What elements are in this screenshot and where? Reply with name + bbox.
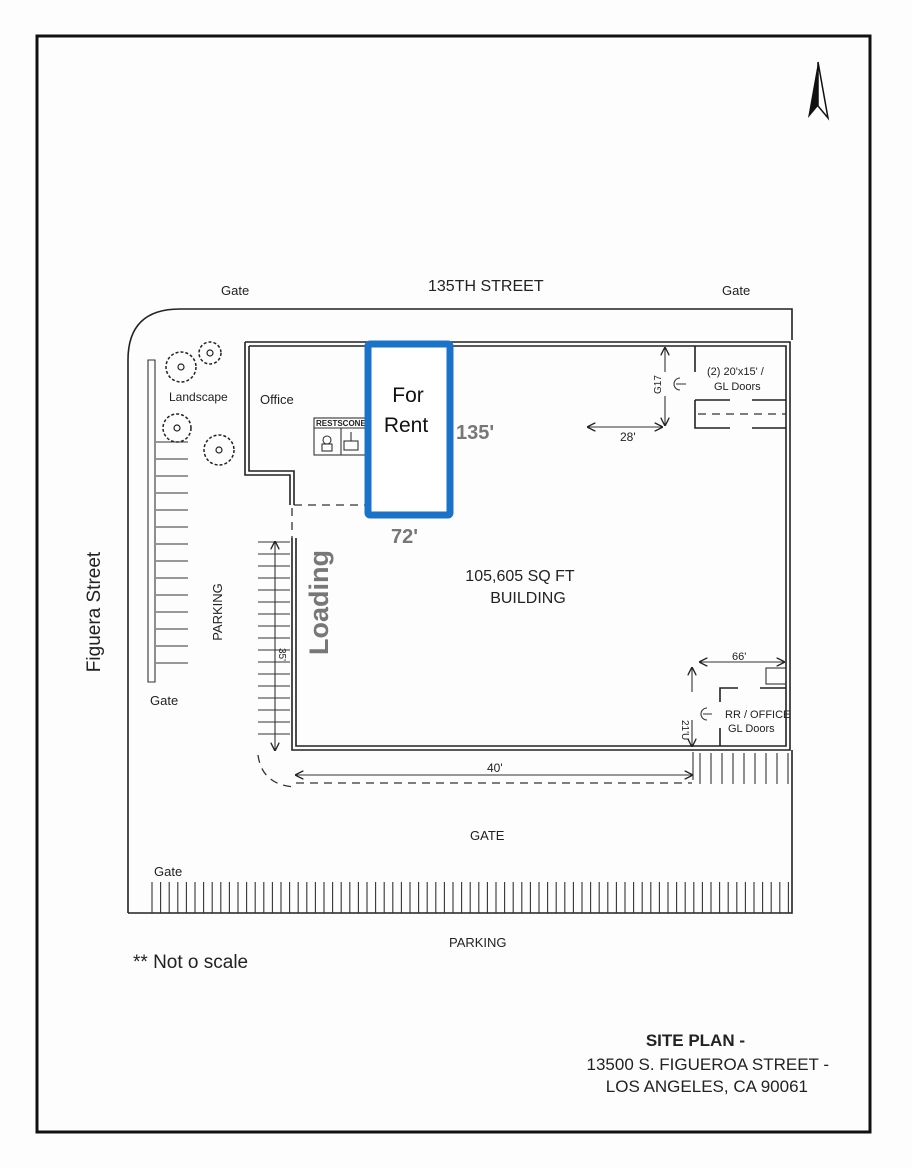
tree-icon [203, 434, 235, 466]
office-label: Office [260, 392, 294, 407]
dim-bottom: 40' [487, 761, 503, 775]
title-line2: 13500 S. FIGUEROA STREET - [587, 1055, 830, 1074]
for-rent-depth: 135' [456, 422, 494, 444]
building-outline [244, 341, 791, 788]
doors-bottom-detail [692, 662, 787, 746]
doors-top-dim-v: G17 [653, 375, 664, 394]
parking-left-label: PARKING [210, 583, 225, 641]
for-rent-label-2: Rent [384, 414, 429, 437]
dim-loading: 35' [276, 648, 287, 661]
north-arrow-icon [808, 61, 830, 121]
building-area: 105,605 SQ FT [465, 568, 575, 585]
doors-top-line2: GL Doors [714, 381, 761, 393]
for-rent-width: 72' [391, 526, 418, 548]
for-rent-highlight[interactable] [364, 340, 454, 519]
tree-trunk-icon [177, 363, 185, 371]
restrooms-label: RESTSCONE [316, 419, 366, 428]
doors-bottom-line2: GL Doors [728, 723, 775, 735]
gate-left: Gate [150, 693, 178, 708]
tree-icon [165, 351, 197, 383]
doors-top-line1: (2) 20'x15' / [707, 366, 765, 378]
tree-icon [162, 413, 192, 443]
loading-label: Loading [304, 550, 334, 655]
doors-bottom-dim-v: 21'U [679, 720, 690, 740]
building-label: BUILDING [490, 590, 566, 607]
parking-stalls [151, 441, 789, 913]
gate-bottom-center: GATE [470, 828, 505, 843]
street-top-label: 135TH STREET [428, 278, 544, 295]
landscape-trees-icon [162, 341, 235, 466]
tree-trunk-icon [173, 424, 181, 432]
doors-top-dim-h: 28' [620, 430, 636, 444]
title-line1: SITE PLAN - [646, 1031, 745, 1050]
site-boundary [127, 308, 793, 913]
street-left-label: Figuera Street [84, 551, 105, 672]
title-line3: LOS ANGELES, CA 90061 [606, 1077, 808, 1096]
gate-top-right: Gate [722, 283, 750, 298]
doors-top-detail [588, 346, 786, 428]
landscape-label: Landscape [169, 390, 228, 404]
tree-icon [198, 341, 222, 365]
doors-bottom-line1: RR / OFFICE [725, 709, 790, 721]
gate-bottom-left: Gate [154, 864, 182, 879]
scale-note: ** Not o scale [133, 952, 248, 973]
page-frame [35, 34, 872, 1134]
restroom-block: RESTSCONE [313, 417, 369, 456]
tree-trunk-icon [215, 446, 223, 454]
parking-bottom-label: PARKING [449, 935, 507, 950]
gate-top-left: Gate [221, 283, 249, 298]
doors-bottom-dim-h: 66' [732, 651, 746, 663]
for-rent-label-1: For [392, 384, 424, 407]
tree-trunk-icon [206, 349, 214, 357]
